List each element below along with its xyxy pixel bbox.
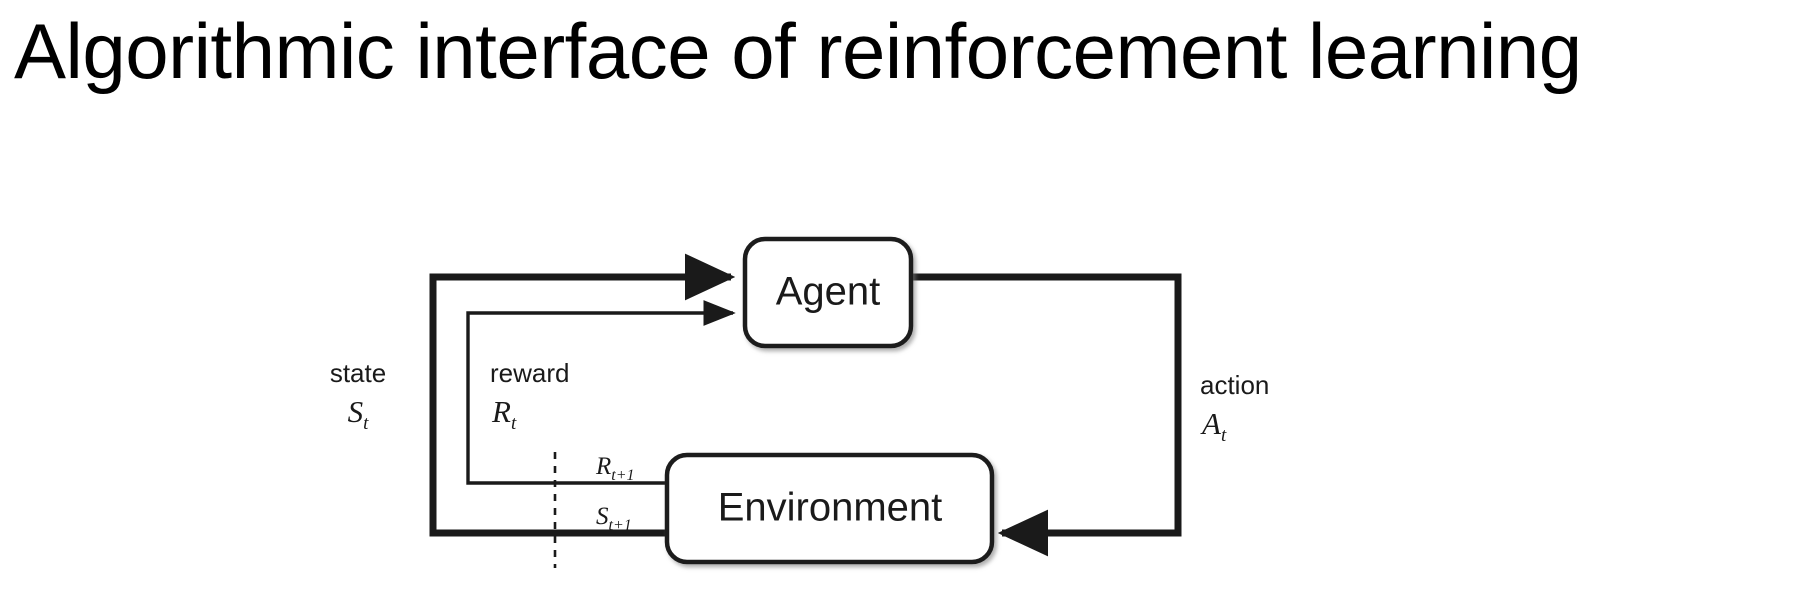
action-word-label: action <box>1200 370 1269 400</box>
reward-symbol-base: R <box>491 394 511 429</box>
next-state-subscript: t+1 <box>609 517 632 534</box>
state-symbol-label: St <box>348 394 370 434</box>
state-symbol-base: S <box>348 394 364 429</box>
action-symbol-label: At <box>1200 406 1227 446</box>
action-label-group: action At <box>1200 370 1269 446</box>
agent-box[interactable] <box>742 236 914 349</box>
state-label-group: state St <box>330 358 386 434</box>
page-title: Algorithmic interface of reinforcement l… <box>14 7 1582 95</box>
next-state-base: S <box>596 503 609 530</box>
next-reward-label: Rt+1 <box>595 453 635 484</box>
action-symbol-subscript: t <box>1221 425 1227 446</box>
next-reward-label-group: Rt+1 <box>595 453 635 484</box>
action-path <box>910 273 1182 557</box>
next-state-label: St+1 <box>596 503 632 534</box>
agent-label: Agent <box>776 270 881 314</box>
next-reward-base: R <box>595 453 611 480</box>
reward-label-group: reward Rt <box>490 358 569 434</box>
reward-symbol-label: Rt <box>491 394 517 434</box>
agent-node[interactable]: Agent <box>742 236 914 349</box>
next-state-label-group: St+1 <box>596 503 632 534</box>
environment-box[interactable] <box>664 452 995 565</box>
next-reward-subscript: t+1 <box>611 467 634 484</box>
state-symbol-subscript: t <box>363 413 369 434</box>
environment-node[interactable]: Environment <box>664 452 995 565</box>
reward-word-label: reward <box>490 358 569 388</box>
reward-symbol-subscript: t <box>511 413 517 434</box>
action-symbol-base: A <box>1200 406 1222 441</box>
state-feedback-path <box>429 253 736 537</box>
state-word-label: state <box>330 358 386 388</box>
reward-feedback-path <box>466 300 736 485</box>
environment-label: Environment <box>718 486 943 530</box>
